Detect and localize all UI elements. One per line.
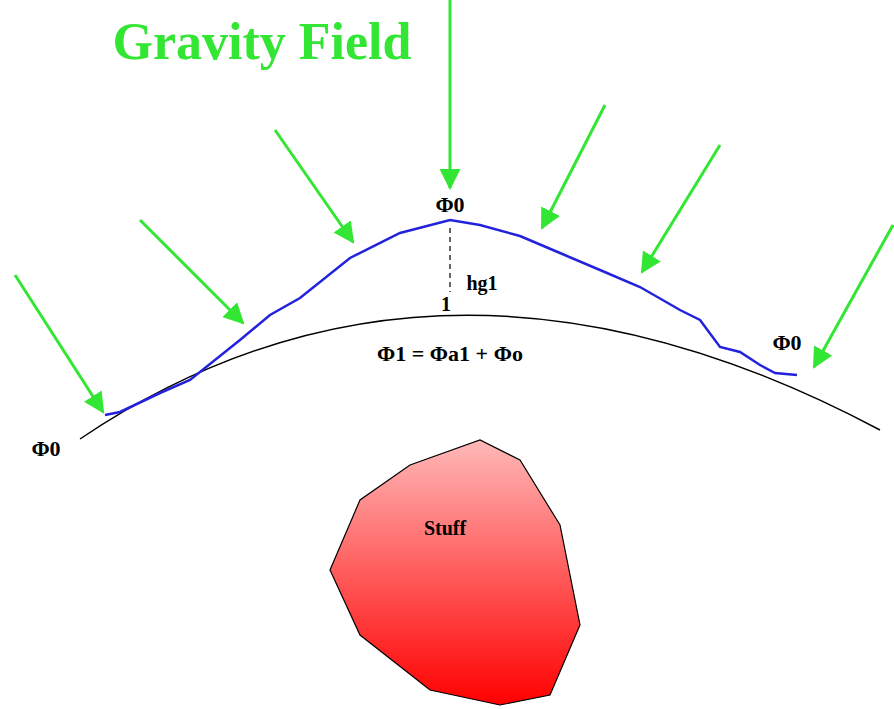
potential-label: Φ0 <box>31 438 60 460</box>
title: Gravity Field <box>113 16 412 68</box>
point-number: 1 <box>441 294 451 314</box>
blob-shape <box>330 440 580 705</box>
geoid-curve <box>105 220 797 415</box>
height-dashed-line <box>449 228 450 292</box>
blob-label: Stuff <box>424 518 466 538</box>
potential-label: Φ0 <box>772 332 801 354</box>
gravity-arrows <box>15 0 893 412</box>
potential-label: Φ0 <box>435 194 464 216</box>
reference-ellipsoid <box>80 315 880 439</box>
blob-outline <box>325 435 587 707</box>
mass-blob: Stuff <box>325 435 587 707</box>
height-label: hg1 <box>466 273 497 293</box>
potential-equation: Φ1 = Φa1 + Φo <box>377 343 523 365</box>
